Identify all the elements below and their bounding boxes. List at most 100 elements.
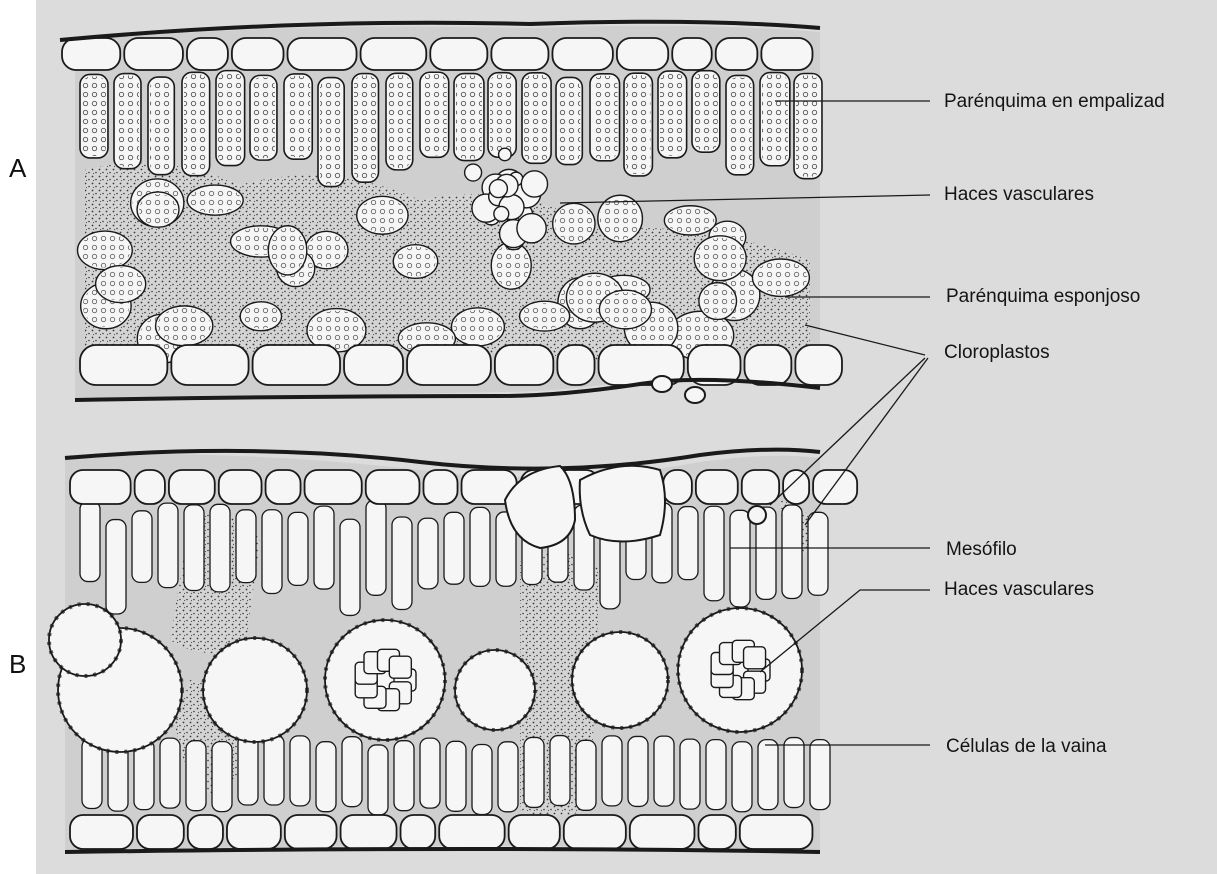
mesophyll-cell-upper xyxy=(392,517,412,610)
mesophyll-cell-lower xyxy=(160,738,180,808)
label-palisade-parenchyma: Parénquima en empalizad xyxy=(944,92,1165,111)
upper-epidermal-cell-b xyxy=(266,470,301,504)
label-spongy-parenchyma: Parénquima esponjoso xyxy=(946,287,1140,306)
spongy-chloroplasts xyxy=(522,303,568,329)
mesophyll-cell-lower xyxy=(290,736,310,806)
spongy-chloroplasts xyxy=(139,194,177,225)
upper-epidermal-cell-a xyxy=(62,38,120,70)
xylem-cell xyxy=(494,206,509,221)
label-vascular-bundles-a: Haces vasculares xyxy=(944,185,1094,204)
mesophyll-cell-lower xyxy=(238,735,258,805)
mesophyll-cell-lower xyxy=(342,737,362,807)
upper-epidermal-cell-b xyxy=(663,470,692,504)
mesophyll-cell-upper xyxy=(184,505,204,591)
palisade-chloroplasts xyxy=(286,76,310,157)
spongy-chloroplasts xyxy=(696,238,744,279)
upper-epidermal-cell-b xyxy=(305,470,362,504)
palisade-chloroplasts xyxy=(796,76,820,177)
palisade-chloroplasts xyxy=(762,75,788,164)
palisade-chloroplasts xyxy=(116,76,139,167)
mesophyll-cell-upper xyxy=(782,505,802,598)
mesophyll-cell-upper xyxy=(106,520,126,614)
mesophyll-cell-lower xyxy=(186,741,206,811)
label-vascular-bundles-b: Haces vasculares xyxy=(944,580,1094,599)
mesophyll-cell-lower xyxy=(368,745,388,815)
mesophyll-cell-lower xyxy=(420,738,440,808)
mesophyll-cell-upper xyxy=(80,501,100,582)
mesophyll-cell-upper xyxy=(340,519,360,615)
palisade-chloroplasts xyxy=(252,77,275,158)
upper-epidermal-cell-a xyxy=(761,38,812,70)
lower-epidermal-cell-b xyxy=(630,815,695,849)
upper-epidermal-cell-b xyxy=(70,470,131,504)
mesophyll-cell-upper xyxy=(314,506,334,589)
leaf-b-bulliform-2 xyxy=(580,466,665,542)
upper-epidermal-cell-a xyxy=(430,38,487,70)
upper-epidermal-cell-b xyxy=(219,470,262,504)
mesophyll-cell-upper xyxy=(730,510,750,607)
palisade-chloroplasts xyxy=(388,75,411,168)
upper-epidermal-cell-a xyxy=(232,38,284,70)
leaf-a-upper-epidermis xyxy=(62,38,812,70)
palisade-chloroplasts xyxy=(592,76,618,159)
mesophyll-cell-lower xyxy=(706,740,726,810)
lower-epidermal-cell-b xyxy=(509,815,560,849)
spongy-chloroplasts xyxy=(80,233,131,268)
upper-epidermal-cell-b xyxy=(783,470,809,504)
mesophyll-cell-upper xyxy=(470,507,490,586)
mesophyll-cell-lower xyxy=(680,739,700,809)
mesophyll-cell-upper xyxy=(366,500,386,595)
spongy-chloroplasts xyxy=(754,261,807,294)
panel-letter-b: B xyxy=(9,651,26,677)
palisade-chloroplasts xyxy=(82,76,106,155)
leaf-section-a xyxy=(60,22,842,403)
upper-epidermal-cell-b xyxy=(169,470,215,504)
upper-epidermal-cell-b xyxy=(742,470,779,504)
leaf-a-stoma-2 xyxy=(685,387,705,403)
lower-epidermal-cell-a xyxy=(744,345,791,385)
spongy-chloroplasts xyxy=(600,197,641,239)
palisade-chloroplasts xyxy=(422,74,447,155)
lower-epidermal-cell-b xyxy=(401,815,436,849)
mesophyll-cell-lower xyxy=(212,742,232,812)
lower-epidermal-cell-a xyxy=(80,345,167,385)
lower-epidermal-cell-b xyxy=(70,815,133,849)
spongy-chloroplasts xyxy=(601,292,649,327)
mesophyll-cell-upper xyxy=(132,511,152,583)
upper-epidermal-cell-a xyxy=(617,38,668,70)
mesophyll-cell-upper xyxy=(158,503,178,587)
upper-epidermal-cell-a xyxy=(552,38,612,70)
mesophyll-cell-lower xyxy=(628,736,648,806)
spongy-chloroplasts xyxy=(270,228,304,273)
xylem-cell xyxy=(465,164,482,181)
lower-epidermal-cell-b xyxy=(227,815,281,849)
mesophyll-cell-upper xyxy=(704,506,724,601)
mesophyll-cell-lower xyxy=(264,735,284,805)
palisade-chloroplasts xyxy=(354,76,376,181)
leaf-b-lower-cuticle xyxy=(65,849,820,852)
palisade-chloroplasts xyxy=(320,80,342,185)
lower-epidermal-cell-a xyxy=(344,345,403,385)
mesophyll-cell-upper xyxy=(808,512,828,595)
palisade-chloroplasts xyxy=(626,75,650,174)
palisade-chloroplasts xyxy=(184,74,208,173)
mesophyll-cell-lower xyxy=(602,736,622,806)
mesophyll-cell-lower xyxy=(732,742,752,812)
palisade-chloroplasts xyxy=(728,77,752,172)
palisade-chloroplasts xyxy=(490,75,514,156)
spongy-chloroplasts xyxy=(493,244,529,287)
mesophyll-cell-lower xyxy=(472,744,492,814)
mesophyll-cell-lower xyxy=(394,741,414,811)
upper-epidermal-cell-a xyxy=(491,38,548,70)
leaf-b-lower-epidermis xyxy=(70,815,812,849)
mesophyll-cell-lower xyxy=(550,736,570,806)
mesophyll-cell-lower xyxy=(576,740,596,810)
bundle-sheath-ring xyxy=(455,650,535,730)
lower-epidermal-cell-a xyxy=(495,345,553,385)
label-sheath-cells: Células de la vaina xyxy=(946,737,1107,756)
upper-epidermal-cell-a xyxy=(361,38,427,70)
upper-epidermal-cell-b xyxy=(135,470,165,504)
lower-epidermal-cell-a xyxy=(557,345,594,385)
upper-epidermal-cell-b xyxy=(696,470,738,504)
